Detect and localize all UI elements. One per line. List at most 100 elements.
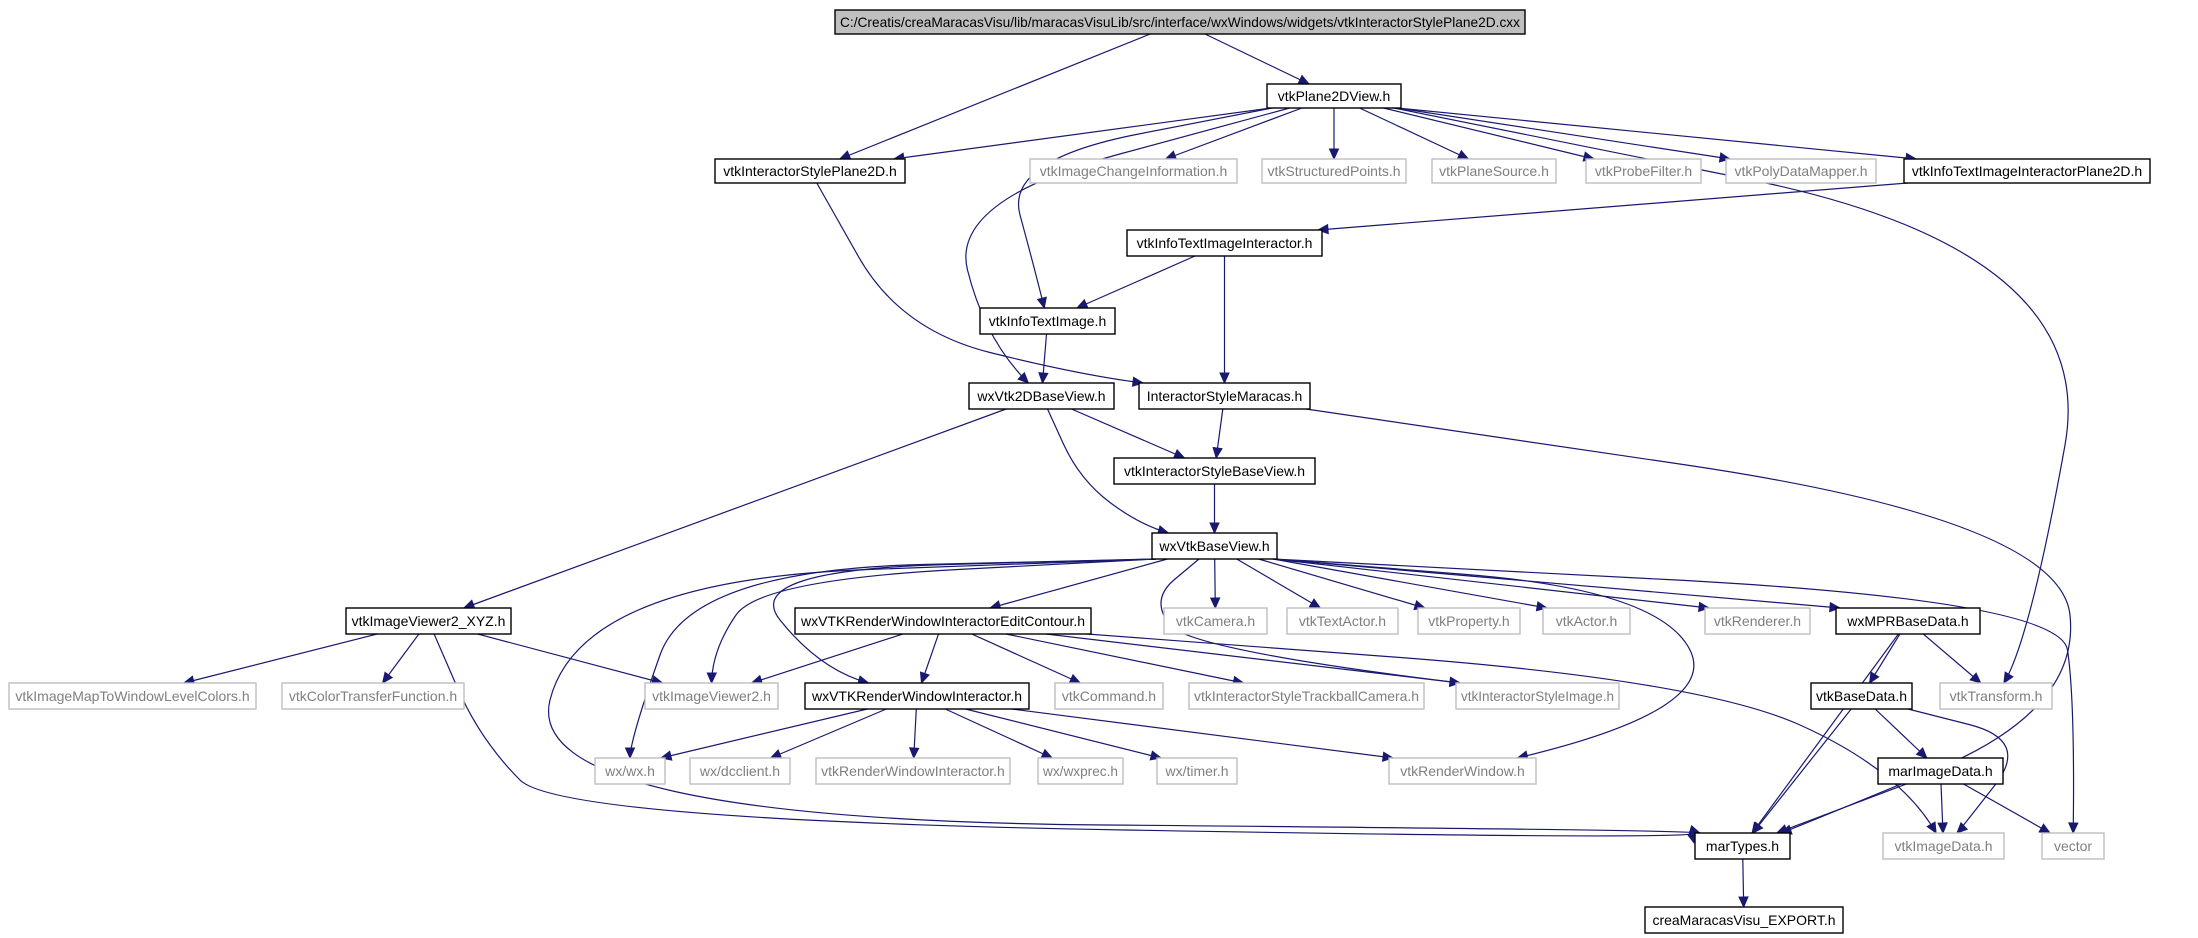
arrowhead-creaMaracasVisu_EXPORT bbox=[1738, 896, 1749, 909]
edge-wxVtkBaseView-to-vtkRenderWindow bbox=[1272, 558, 1695, 759]
node-label: vtkRenderer.h bbox=[1714, 613, 1801, 629]
arrowhead-vector bbox=[2068, 822, 2079, 835]
node-label: vtkProbeFilter.h bbox=[1595, 163, 1692, 179]
node-vtkInteractorStyleImage: vtkInteractorStyleImage.h bbox=[1455, 682, 1620, 710]
node-vtkInfoTextImageInteractor[interactable]: vtkInfoTextImageInteractor.h bbox=[1126, 229, 1323, 257]
node-vtkInfoTextImageInteractorPlane2D[interactable]: vtkInfoTextImageInteractorPlane2D.h bbox=[1903, 158, 2151, 184]
node-box bbox=[1704, 607, 1811, 635]
edge-wxVtkBaseView-to-vtkImageViewer2 bbox=[711, 558, 1157, 684]
node-box bbox=[594, 757, 666, 785]
node-InteractorStyleMaracas[interactable]: InteractorStyleMaracas.h bbox=[1138, 382, 1311, 410]
node-label: vtkCommand.h bbox=[1062, 688, 1156, 704]
node-box bbox=[689, 757, 791, 785]
node-box bbox=[281, 682, 465, 710]
arrowhead-vector bbox=[2038, 823, 2052, 834]
node-root[interactable]: C:/Creatis/creaMaracasVisu/lib/maracasVi… bbox=[834, 9, 1526, 35]
node-vtkTextActor: vtkTextActor.h bbox=[1286, 607, 1399, 635]
node-label: vtkActor.h bbox=[1556, 613, 1617, 629]
arrowhead-vtkStructuredPoints bbox=[1328, 148, 1340, 161]
node-label: vtkInteractorStyleBaseView.h bbox=[1124, 463, 1305, 479]
node-box bbox=[1417, 607, 1521, 635]
node-label: vtkInteractorStylePlane2D.h bbox=[723, 163, 897, 179]
arrowhead-InteractorStyleMaracas bbox=[1131, 376, 1145, 387]
node-label: marTypes.h bbox=[1706, 838, 1779, 854]
arrowhead-vtkTransform bbox=[1969, 672, 1982, 684]
edge-vtkPlane2DView-to-vtkPolyDataMapper bbox=[1396, 107, 1731, 160]
edge-wxVtkBaseView-to-wxwx bbox=[629, 558, 1157, 759]
node-box bbox=[1029, 158, 1238, 184]
node-box bbox=[1163, 607, 1268, 635]
node-vtkInteractorStyleBaseView[interactable]: vtkInteractorStyleBaseView.h bbox=[1113, 457, 1316, 485]
edge-vtkPlane2DView-to-vtkInteractorStylePlane2D bbox=[893, 107, 1272, 160]
node-wxVtk2DBaseView[interactable]: wxVtk2DBaseView.h bbox=[968, 382, 1115, 410]
node-box bbox=[1882, 832, 2005, 860]
edge-wxVtk2DBaseView-to-vtkInteractorStyleBaseView bbox=[1071, 408, 1185, 459]
arrowhead-vtkRenderer bbox=[1698, 601, 1711, 613]
arrowhead-vtkRenderWindowInteractor bbox=[908, 747, 920, 760]
node-marTypes[interactable]: marTypes.h bbox=[1694, 832, 1791, 860]
node-label: vtkTextActor.h bbox=[1299, 613, 1386, 629]
node-box bbox=[1694, 832, 1791, 860]
edge-wxVTKRenderWindowInteractor-to-wxdcclient bbox=[770, 708, 887, 759]
node-label: wxVTKRenderWindowInteractorEditContour.h bbox=[800, 613, 1085, 629]
node-label: vtkImageViewer2.h bbox=[652, 688, 771, 704]
node-vtkBaseData[interactable]: vtkBaseData.h bbox=[1810, 682, 1913, 710]
edge-marImageData-to-marTypes bbox=[1776, 783, 1907, 834]
node-vtkRenderer: vtkRenderer.h bbox=[1704, 607, 1811, 635]
node-box bbox=[1266, 83, 1402, 109]
node-box bbox=[1877, 757, 2004, 785]
edge-vtkPlane2DView-to-vtkImageChangeInformation bbox=[1165, 107, 1303, 160]
node-box bbox=[1455, 682, 1620, 710]
arrowhead-wxVTKRenderWindowInteractor bbox=[919, 671, 930, 685]
edge-wxVTKRenderWindowInteractor-to-vtkRenderWindow bbox=[1011, 708, 1394, 759]
node-vtkInfoTextImage[interactable]: vtkInfoTextImage.h bbox=[979, 307, 1116, 335]
node-box bbox=[1835, 607, 1981, 635]
node-label: vtkProperty.h bbox=[1428, 613, 1509, 629]
node-vtkImageViewer2_XYZ[interactable]: vtkImageViewer2_XYZ.h bbox=[345, 607, 512, 635]
node-box bbox=[1939, 682, 2053, 710]
node-box bbox=[1585, 158, 1702, 184]
node-vtkColorTransferFunction: vtkColorTransferFunction.h bbox=[281, 682, 465, 710]
node-label: vtkInfoTextImage.h bbox=[989, 313, 1107, 329]
edge-vtkPlane2DView-to-vtkTransform bbox=[1393, 107, 2069, 684]
node-label: vtkImageMapToWindowLevelColors.h bbox=[15, 688, 249, 704]
arrowhead-vtkBaseData bbox=[1868, 671, 1880, 685]
node-box bbox=[1138, 382, 1311, 410]
arrowhead-wxVtkBaseView bbox=[1209, 522, 1220, 535]
edge-wxVtkBaseView-to-vector bbox=[1272, 558, 2075, 834]
arrowhead-vtkTextActor bbox=[1308, 598, 1322, 609]
node-label: wxVtk2DBaseView.h bbox=[976, 388, 1105, 404]
edge-wxVTKRenderWindowInteractor-to-wxwxprec bbox=[945, 708, 1053, 759]
node-box bbox=[644, 682, 779, 710]
arrowhead-vtkImageData bbox=[1937, 822, 1948, 835]
node-box bbox=[1542, 607, 1631, 635]
node-vtkPlane2DView[interactable]: vtkPlane2DView.h bbox=[1266, 83, 1402, 109]
edge-wxVtk2DBaseView-to-vtkImageViewer2_XYZ bbox=[463, 408, 1007, 609]
node-wxVtkBaseView[interactable]: wxVtkBaseView.h bbox=[1151, 532, 1278, 560]
node-wxVTKRenderWindowInteractor[interactable]: wxVTKRenderWindowInteractor.h bbox=[804, 682, 1030, 710]
arrowhead-vtkCamera bbox=[1209, 597, 1221, 610]
node-wxVTKRenderWindowInteractorEditContour[interactable]: wxVTKRenderWindowInteractorEditContour.h bbox=[794, 607, 1092, 635]
node-vtkInteractorStylePlane2D[interactable]: vtkInteractorStylePlane2D.h bbox=[714, 158, 906, 184]
node-creaMaracasVisu_EXPORT[interactable]: creaMaracasVisu_EXPORT.h bbox=[1644, 906, 1844, 934]
node-label: marImageData.h bbox=[1888, 763, 1992, 779]
node-label: vtkBaseData.h bbox=[1816, 688, 1907, 704]
node-box bbox=[834, 9, 1526, 35]
edge-wxVtk2DBaseView-to-wxVtkBaseView bbox=[1046, 408, 1169, 534]
arrowhead-vtkImageData bbox=[1926, 821, 1937, 835]
node-marImageData[interactable]: marImageData.h bbox=[1877, 757, 2004, 785]
edge-wxVTKRenderWindowInteractor-to-wxwx bbox=[660, 708, 868, 759]
node-label: vtkPolyDataMapper.h bbox=[1734, 163, 1867, 179]
node-box bbox=[1810, 682, 1913, 710]
node-vtkImageViewer2: vtkImageViewer2.h bbox=[644, 682, 779, 710]
node-wxMPRBaseData[interactable]: wxMPRBaseData.h bbox=[1835, 607, 1981, 635]
node-vtkCommand: vtkCommand.h bbox=[1054, 682, 1164, 710]
node-label: vtkImageViewer2_XYZ.h bbox=[352, 613, 506, 629]
node-label: wx/wxprec.h bbox=[1042, 763, 1118, 779]
edge-wxVtkBaseView-to-wxVTKRenderWindowInteractorEditContour bbox=[989, 558, 1168, 609]
edge-wxVTKRenderWindowInteractorEditContour-to-vtkImageData bbox=[1086, 633, 1937, 834]
edge-vtkPlane2DView-to-vtkInfoTextImage bbox=[1018, 107, 1273, 309]
arrowhead-vtkTransform bbox=[2003, 671, 2014, 685]
node-box bbox=[815, 757, 1011, 785]
node-label: creaMaracasVisu_EXPORT.h bbox=[1652, 912, 1835, 928]
